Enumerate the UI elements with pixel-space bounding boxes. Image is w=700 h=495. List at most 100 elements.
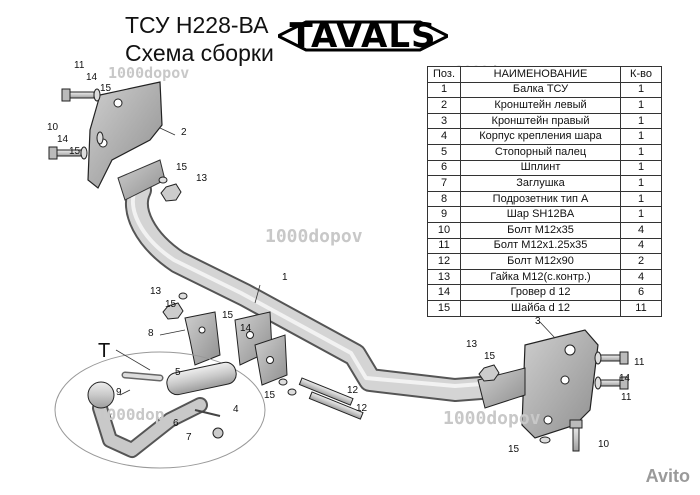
callout-13: 13	[196, 173, 208, 184]
row-name: Кронштейн левый	[460, 97, 621, 114]
parts-table-header: Поз. НАИМЕНОВАНИЕ К-во	[427, 66, 662, 83]
callout-14: 14	[240, 323, 252, 334]
row-quantity: 1	[620, 206, 662, 223]
callout-13: 13	[466, 339, 478, 350]
row-quantity: 1	[620, 81, 662, 99]
row-quantity: 1	[620, 97, 662, 114]
row-position: 4	[427, 128, 461, 145]
row-quantity: 1	[620, 128, 662, 145]
row-quantity: 1	[620, 112, 662, 130]
row-position: 12	[427, 253, 461, 270]
watermark: 1000dop	[97, 405, 165, 424]
callout-7: 7	[186, 432, 192, 443]
callout-1: 1	[282, 272, 288, 283]
row-name: Гровер d 12	[460, 284, 621, 301]
callout-10: 10	[598, 439, 610, 450]
row-name: Шайба d 12	[460, 299, 621, 317]
row-position: 5	[427, 143, 461, 161]
row-quantity: 11	[620, 299, 662, 317]
row-quantity: 2	[620, 253, 662, 270]
row-name: Болт М12х35	[460, 221, 621, 239]
callout-11: 11	[634, 357, 645, 368]
col-name: НАИМЕНОВАНИЕ	[460, 66, 621, 83]
row-quantity: 4	[620, 237, 662, 255]
row-quantity: 1	[620, 190, 662, 208]
callout-4: 4	[233, 404, 239, 415]
row-name: Болт М12х90	[460, 253, 621, 270]
callout-15: 15	[264, 390, 276, 401]
row-name: Стопорный палец	[460, 143, 621, 161]
avito-badge: Avito	[645, 466, 690, 486]
row-name: Шар SH12BA	[460, 206, 621, 223]
row-position: 3	[427, 112, 461, 130]
watermark: 1000dopov	[443, 408, 541, 429]
row-quantity: 6	[620, 284, 662, 301]
callout-15: 15	[165, 299, 177, 310]
leader-lines	[115, 127, 556, 396]
row-position: 15	[427, 299, 461, 317]
callout-14: 14	[619, 373, 631, 384]
callout-9: 9	[116, 387, 122, 398]
brand-logo-text: TAVALS	[289, 16, 437, 56]
callout-13: 13	[150, 286, 162, 297]
row-position: 7	[427, 175, 461, 192]
row-name: Кронштейн правый	[460, 112, 621, 130]
row-name: Корпус крепления шара	[460, 128, 621, 145]
row-name: Заглушка	[460, 175, 621, 192]
assembly-T-label: T	[98, 340, 111, 362]
callout-15: 15	[508, 444, 520, 455]
row-position: 13	[427, 268, 461, 286]
row-name: Балка ТСУ	[460, 81, 621, 99]
callout-12: 12	[347, 385, 359, 396]
fasteners	[48, 88, 629, 452]
row-name: Шплинт	[460, 159, 621, 177]
row-position: 1	[427, 81, 461, 99]
diagram-title: ТСУ Н228-ВА	[125, 12, 269, 38]
callout-2: 2	[181, 127, 187, 138]
callout-15: 15	[222, 310, 234, 321]
row-position: 9	[427, 206, 461, 223]
watermark: 1000dopov	[108, 64, 190, 82]
callout-15: 15	[176, 162, 188, 173]
callout-3: 3	[535, 316, 541, 327]
tow-beam	[117, 159, 532, 402]
row-position: 10	[427, 221, 461, 239]
row-position: 6	[427, 159, 461, 177]
row-name: Подрозетник тип А	[460, 190, 621, 208]
row-quantity: 1	[620, 143, 662, 161]
col-quantity: К-во	[620, 66, 662, 83]
callout-11: 11	[621, 392, 632, 403]
callout-14: 14	[57, 134, 69, 145]
socket-plate	[184, 311, 221, 366]
diagram-subtitle: Схема сборки	[125, 40, 274, 66]
row-quantity: 4	[620, 221, 662, 239]
callout-6: 6	[173, 418, 179, 429]
callout-15: 15	[69, 146, 81, 157]
row-quantity: 4	[620, 268, 662, 286]
callout-11: 11	[74, 60, 85, 71]
callout-8: 8	[148, 328, 154, 339]
row-quantity: 1	[620, 175, 662, 192]
col-position: Поз.	[427, 66, 461, 83]
ball-assembly	[54, 351, 266, 469]
callout-15: 15	[100, 83, 112, 94]
row-name: Болт М12х1.25х35	[460, 237, 621, 255]
row-position: 11	[427, 237, 461, 255]
